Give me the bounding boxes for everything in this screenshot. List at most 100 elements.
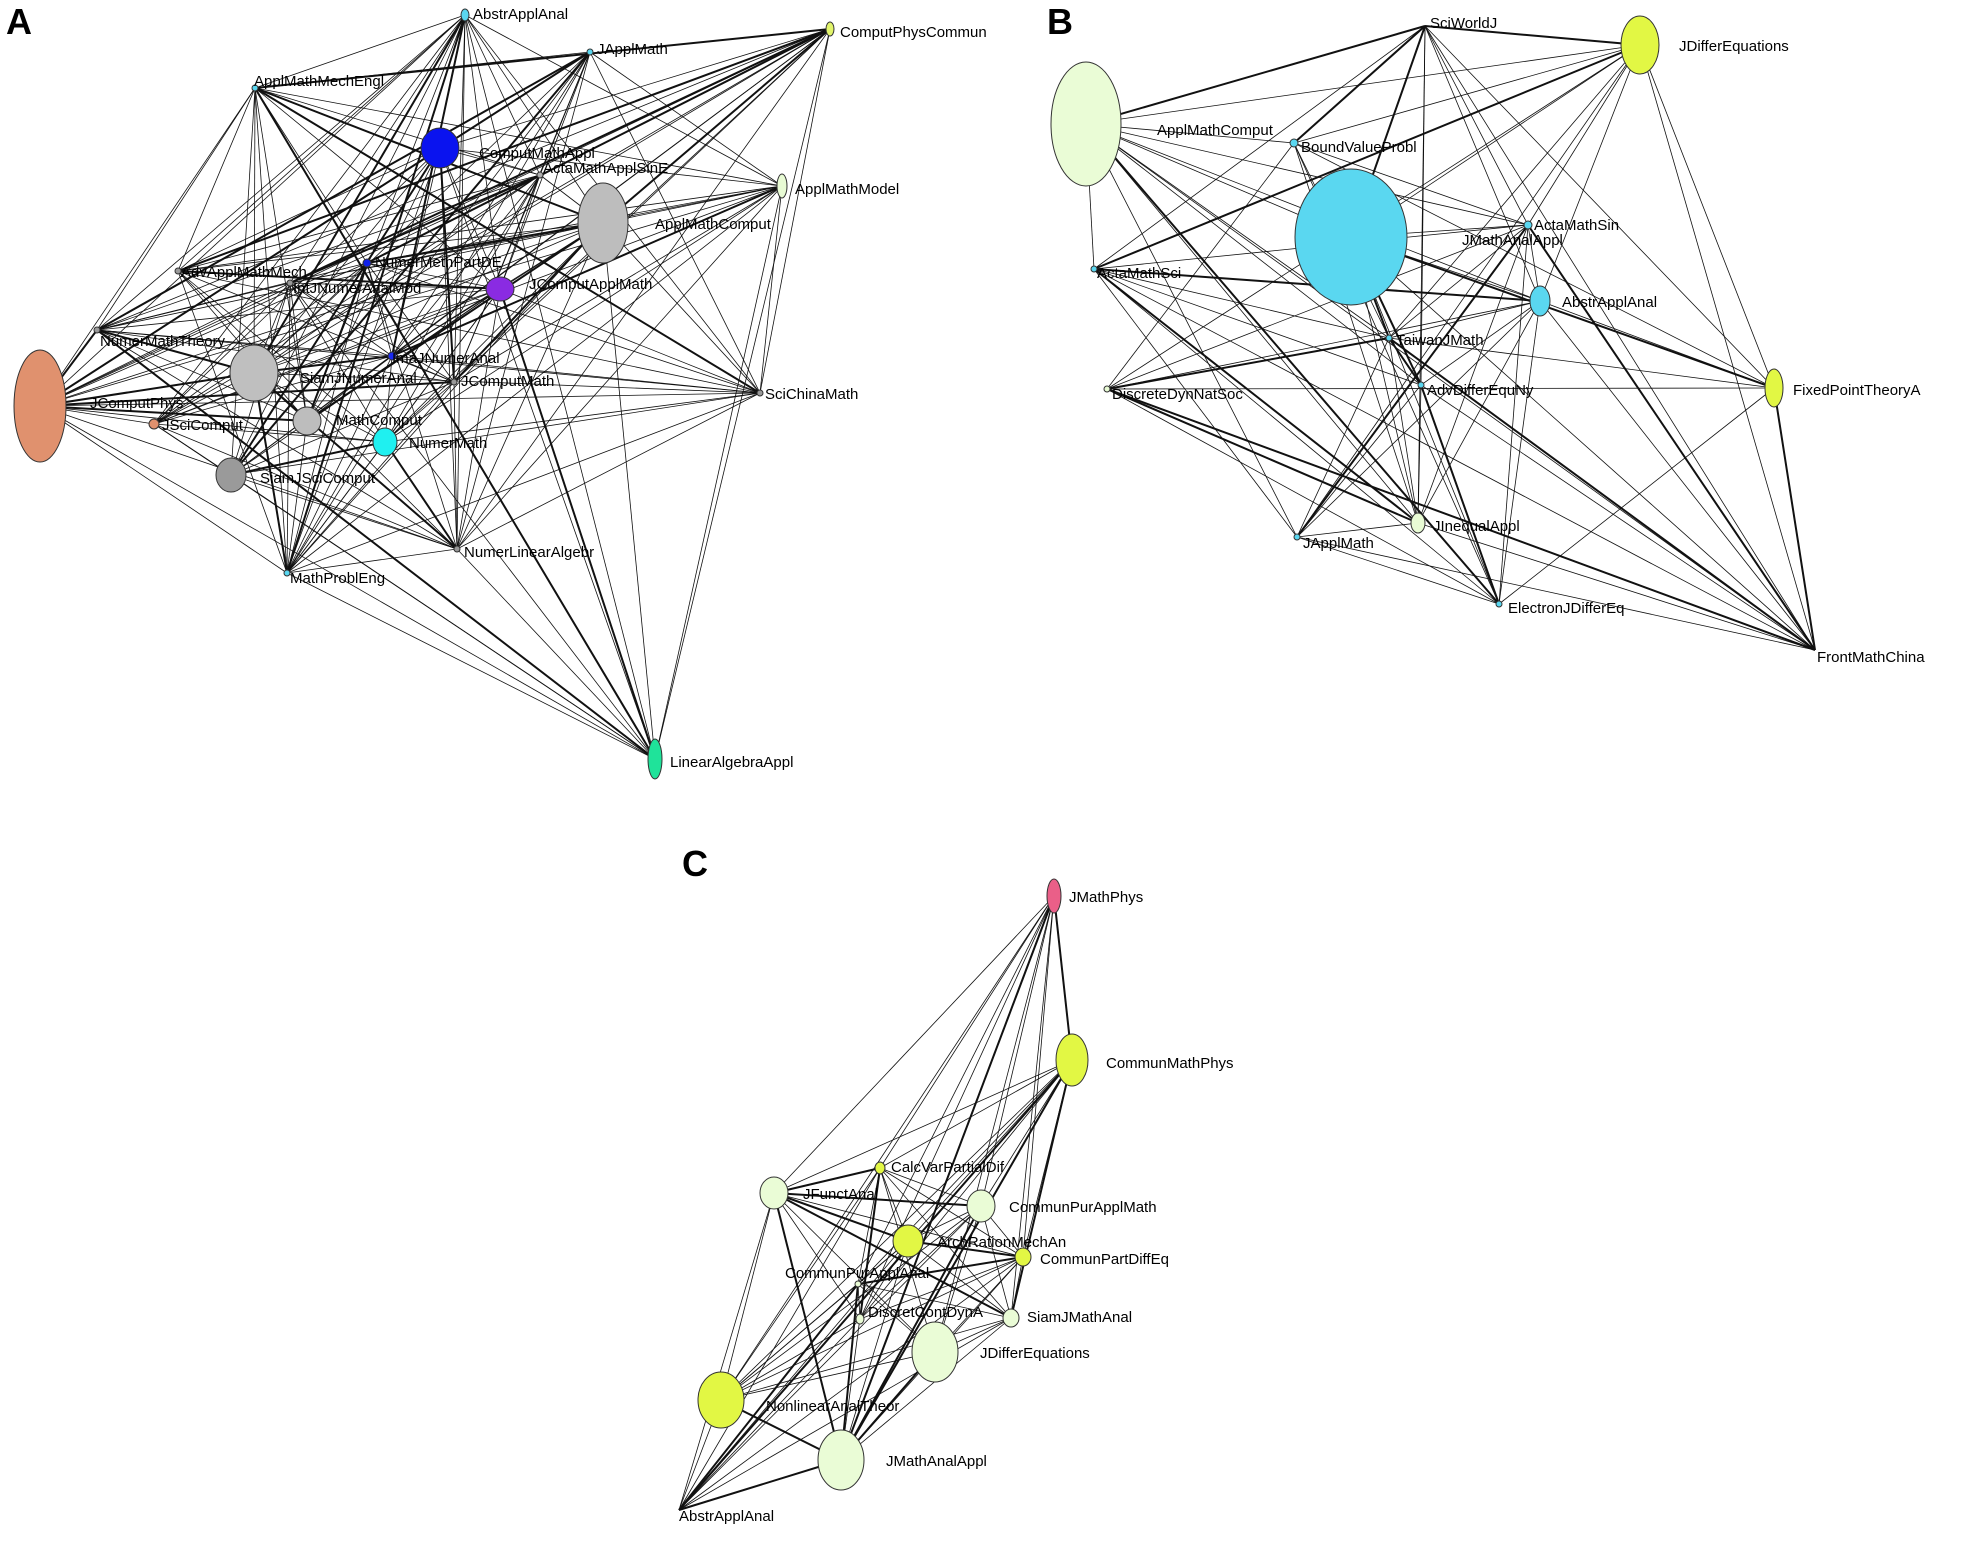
node-label: JInequalAppl [1433, 518, 1520, 535]
node-label: NonlinearAnalTheor [766, 1398, 899, 1415]
node-shape [1046, 878, 1062, 914]
panel-letter-c: C [682, 843, 708, 884]
edge-c-communmathphys-discretcontdyna [859, 1059, 1073, 1320]
edge-b-actamathsin-frontmathchina [1527, 224, 1816, 651]
node-label: MathComput [336, 412, 423, 429]
edge-a-intjnumeranalmod-jscicomput [153, 282, 291, 425]
edge-a-applmathcomput-jcomputphys [39, 222, 604, 407]
edge-a-computphyscommun-siamjnumeranal [253, 28, 831, 374]
edge-c-calcvarpartialdif-communpurapplmath [879, 1167, 982, 1207]
edge-a-applmathmodel-scichinamath [759, 185, 783, 394]
edge-a-intjnumeranalmod-jcomputapplmath [289, 282, 501, 290]
node-a-mathcomput: MathComput [292, 406, 423, 436]
edge-a-computphyscommun-numerlinearalgebr [456, 28, 831, 550]
edge-a-japplmath-mathprobleng [286, 51, 591, 574]
node-label: JDifferEquations [980, 1345, 1090, 1362]
node-c-jmathphys: JMathPhys [1046, 878, 1143, 914]
edge-a-numermethpartde-jcomputphys [39, 262, 368, 407]
edge-a-jcomputphys-linearalgebraappl [39, 405, 656, 760]
edge-c-jfunctanal-communpartdiffeq [773, 1192, 1024, 1258]
edge-c-communmathphys-siamjmathanal [1010, 1059, 1073, 1319]
edge-b-jinequalappl-frontmathchina [1417, 522, 1816, 651]
node-label: AbstrApplAnal [1562, 294, 1657, 311]
edge-a-numermethpartde-mathcomput [306, 262, 368, 422]
node-a-computphyscommun: ComputPhysCommun [825, 21, 987, 41]
edge-a-actamathapplsine-numermath [384, 174, 541, 443]
edge-a-scichinamath-siamjscicomput [230, 392, 761, 476]
edge-a-numermath-siamjscicomput [230, 441, 386, 476]
node-shape [759, 1176, 789, 1210]
edge-a-jcomputphys-numerlinearalgebr [39, 405, 458, 550]
node-a-numermethpartde: NumerMethPartDE [362, 254, 502, 271]
node-shape [1620, 15, 1660, 75]
node-shape [362, 258, 372, 268]
edge-a-actamathapplsine-siamjnumeranal [253, 174, 541, 374]
edge-a-abstrapplanal-applmathmechengl [254, 14, 466, 89]
node-shape [825, 21, 835, 37]
edge-b-jmathanalappl-fixedpointtheorya [1350, 236, 1775, 389]
edge-a-numermethpartde-jcomputapplmath [366, 262, 501, 290]
node-c-calcvarpartialdif: CalcVarPartialDif [874, 1159, 1005, 1176]
node-label: JComputMath [461, 373, 554, 390]
node-c-nonlinearanaltheor: NonlinearAnalTheor [697, 1371, 899, 1429]
node-b-actamathsin: ActaMathSin [1523, 217, 1619, 234]
edge-b-advdifferequny-frontmathchina [1420, 384, 1816, 651]
edge-c-siamjmathanal-nonlinearanaltheor [720, 1317, 1012, 1401]
edge-a-advapplmathmech-scichinamath [177, 270, 761, 394]
edge-b-jdifferequations-abstrapplanal [1539, 44, 1641, 302]
node-shape [966, 1189, 996, 1223]
edge-b-sciworldj-abstrapplanal [1424, 25, 1541, 302]
edge-a-jcomputphys-mathcomput [39, 405, 308, 422]
node-shape [1014, 1247, 1032, 1267]
edge-c-discretcontdyna-abstrapplanal [678, 1318, 861, 1511]
node-label: SiamJMathAnal [1027, 1309, 1132, 1326]
edge-a-computmathappl-numerlinearalgebr [439, 147, 458, 550]
node-shape [854, 1280, 862, 1288]
edge-c-communmathphys-jfunctanal [773, 1059, 1073, 1194]
edge-c-jfunctanal-abstrapplanal [678, 1192, 775, 1511]
edge-c-communmathphys-jmathanalappl [840, 1059, 1073, 1461]
edge-a-applmathmechengl-jcomputphys [39, 87, 256, 407]
panel-c-nodes: JMathPhysCommunMathPhysCalcVarPartialDif… [679, 878, 1234, 1525]
edge-a-jcomputapplmath-numerlinearalgebr [456, 288, 501, 550]
edge-a-applmathmodel-imajnumeranal [391, 185, 783, 357]
node-shape [874, 1161, 886, 1175]
edge-a-applmathcomput-numermethpartde [366, 222, 604, 264]
node-label: ActaMathSin [1534, 217, 1619, 234]
node-shape [1385, 334, 1393, 342]
edge-a-applmathmodel-advapplmathmech [177, 185, 783, 272]
edge-b-discretedynnatsoc-frontmathchina [1106, 388, 1816, 651]
edge-a-intjnumeranalmod-mathprobleng [286, 282, 291, 574]
edge-b-japplmath-frontmathchina [1296, 536, 1816, 651]
edge-a-applmathcomput-numermaththeory [96, 222, 604, 331]
node-shape [1055, 1033, 1089, 1087]
edge-a-japplmath-numermaththeory [96, 51, 591, 331]
node-a-siamjscicomput: SiamJSciComput [215, 457, 376, 493]
node-shape [485, 276, 515, 302]
edge-a-jcomputphys-mathprobleng [39, 405, 288, 574]
node-a-japplmath: JApplMath [586, 41, 668, 58]
node-label: ApplMathComput [655, 216, 772, 233]
edge-a-numermaththeory-mathcomput [96, 329, 308, 422]
edge-b-actamathsin-japplmath [1296, 224, 1529, 538]
edge-b-sciworldj-jinequalappl [1417, 25, 1426, 524]
edge-a-applmathmechengl-advapplmathmech [177, 87, 256, 272]
node-c-communpurapplanal: CommunPurApplAnal [785, 1265, 929, 1288]
node-c-communmathphys: CommunMathPhys [1055, 1033, 1234, 1087]
edge-b-advdifferequny-japplmath [1296, 384, 1422, 538]
node-a-mathprobleng: MathProblEng [283, 569, 385, 587]
edge-c-archrationmechan-siamjmathanal [907, 1240, 1012, 1319]
edge-a-jscicomput-numerlinearalgebr [153, 423, 458, 550]
edge-c-communpurapplmath-nonlinearanaltheor [720, 1205, 982, 1401]
edge-b-applmathcomput-frontmathchina [1085, 123, 1816, 651]
edge-c-siamjmathanal-jmathanalappl [840, 1317, 1012, 1461]
edge-a-japplmath-applmathmodel [589, 51, 783, 187]
node-shape [283, 569, 291, 577]
node-shape [911, 1321, 959, 1383]
edge-a-applmathmodel-linearalgebraappl [654, 185, 783, 760]
edge-a-jcomputapplmath-imajnumeranal [391, 288, 501, 357]
edge-a-numermath-numerlinearalgebr [384, 441, 458, 550]
node-shape [420, 127, 460, 169]
edge-b-fixedpointtheorya-frontmathchina [1773, 387, 1816, 651]
node-shape [292, 406, 322, 436]
